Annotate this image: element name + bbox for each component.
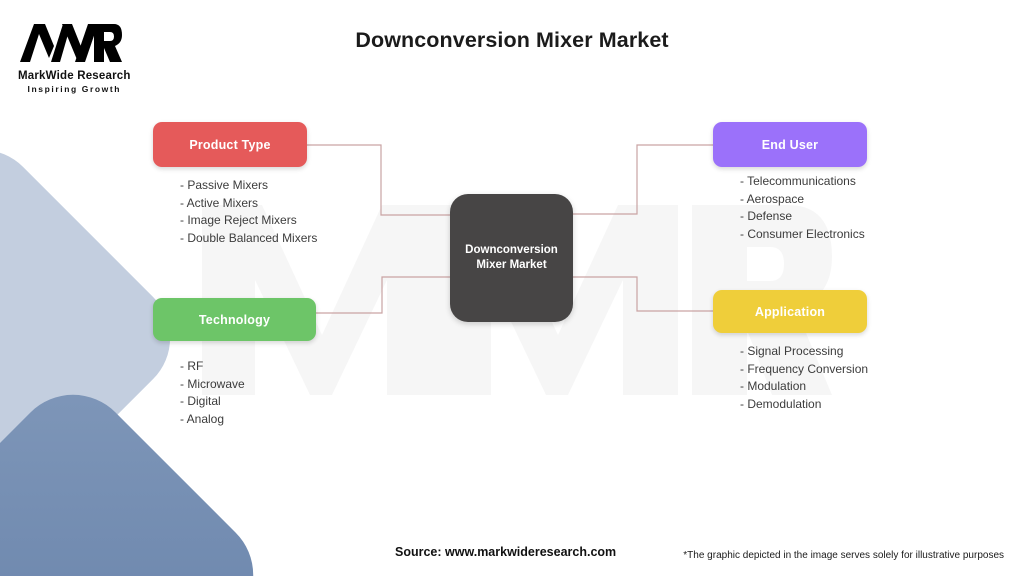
list-item: - Active Mixers xyxy=(180,195,259,210)
list-item: - Signal Processing xyxy=(740,344,844,358)
branch-node-technology[interactable]: Technology xyxy=(153,298,316,341)
disclaimer-text: *The graphic depicted in the image serve… xyxy=(683,550,1004,561)
branch-label-end-user: End User xyxy=(761,137,819,152)
branch-items-application: - Signal Processing - Frequency Conversi… xyxy=(740,343,868,413)
connector-application xyxy=(572,276,713,312)
list-item: - Aerospace xyxy=(740,191,805,206)
list-item: - Consumer Electronics xyxy=(740,226,865,241)
source-label: Source: www.markwideresearch.com xyxy=(395,545,617,559)
logo-company-name: MarkWide Research xyxy=(18,70,131,82)
center-node[interactable]: Downconversion Mixer Market xyxy=(450,194,573,322)
page-title: Downconversion Mixer Market xyxy=(355,28,669,52)
list-item: - Demodulation xyxy=(740,396,822,411)
branch-items-technology: - RF - Microwave - Digital - Analog xyxy=(180,358,245,428)
list-item: - Digital xyxy=(180,394,221,408)
list-item: - Microwave xyxy=(180,376,245,391)
list-item: - RF xyxy=(180,359,204,373)
logo-mark-icon xyxy=(20,24,122,62)
list-item: - Frequency Conversion xyxy=(740,361,869,376)
connector-technology xyxy=(316,276,451,314)
list-item: - Double Balanced Mixers xyxy=(180,230,318,245)
center-node-label-line2: Mixer Market xyxy=(476,259,547,271)
branch-node-application[interactable]: Application xyxy=(713,290,867,333)
branch-items-end-user: - Telecommunications - Aerospace - Defen… xyxy=(740,173,865,243)
branch-node-end-user[interactable]: End User xyxy=(713,122,867,167)
branch-label-technology: Technology xyxy=(198,312,271,327)
branch-node-product-type[interactable]: Product Type xyxy=(153,122,307,167)
list-item: - Analog xyxy=(180,411,225,426)
list-item: - Modulation xyxy=(740,379,807,393)
branch-label-application: Application xyxy=(754,304,826,319)
connector-end-user xyxy=(572,144,713,215)
connector-product-type xyxy=(307,144,451,216)
branch-label-product-type: Product Type xyxy=(189,137,271,152)
branch-items-product-type: - Passive Mixers - Active Mixers - Image… xyxy=(180,177,317,247)
logo-tagline: Inspiring Growth xyxy=(27,84,122,94)
logo: MarkWide Research Inspiring Growth xyxy=(18,22,131,94)
list-item: - Passive Mixers xyxy=(180,178,269,192)
center-node-label-line1: Downconversion xyxy=(465,244,558,256)
list-item: - Defense xyxy=(740,209,793,223)
list-item: - Image Reject Mixers xyxy=(180,213,297,227)
list-item: - Telecommunications xyxy=(740,174,856,188)
